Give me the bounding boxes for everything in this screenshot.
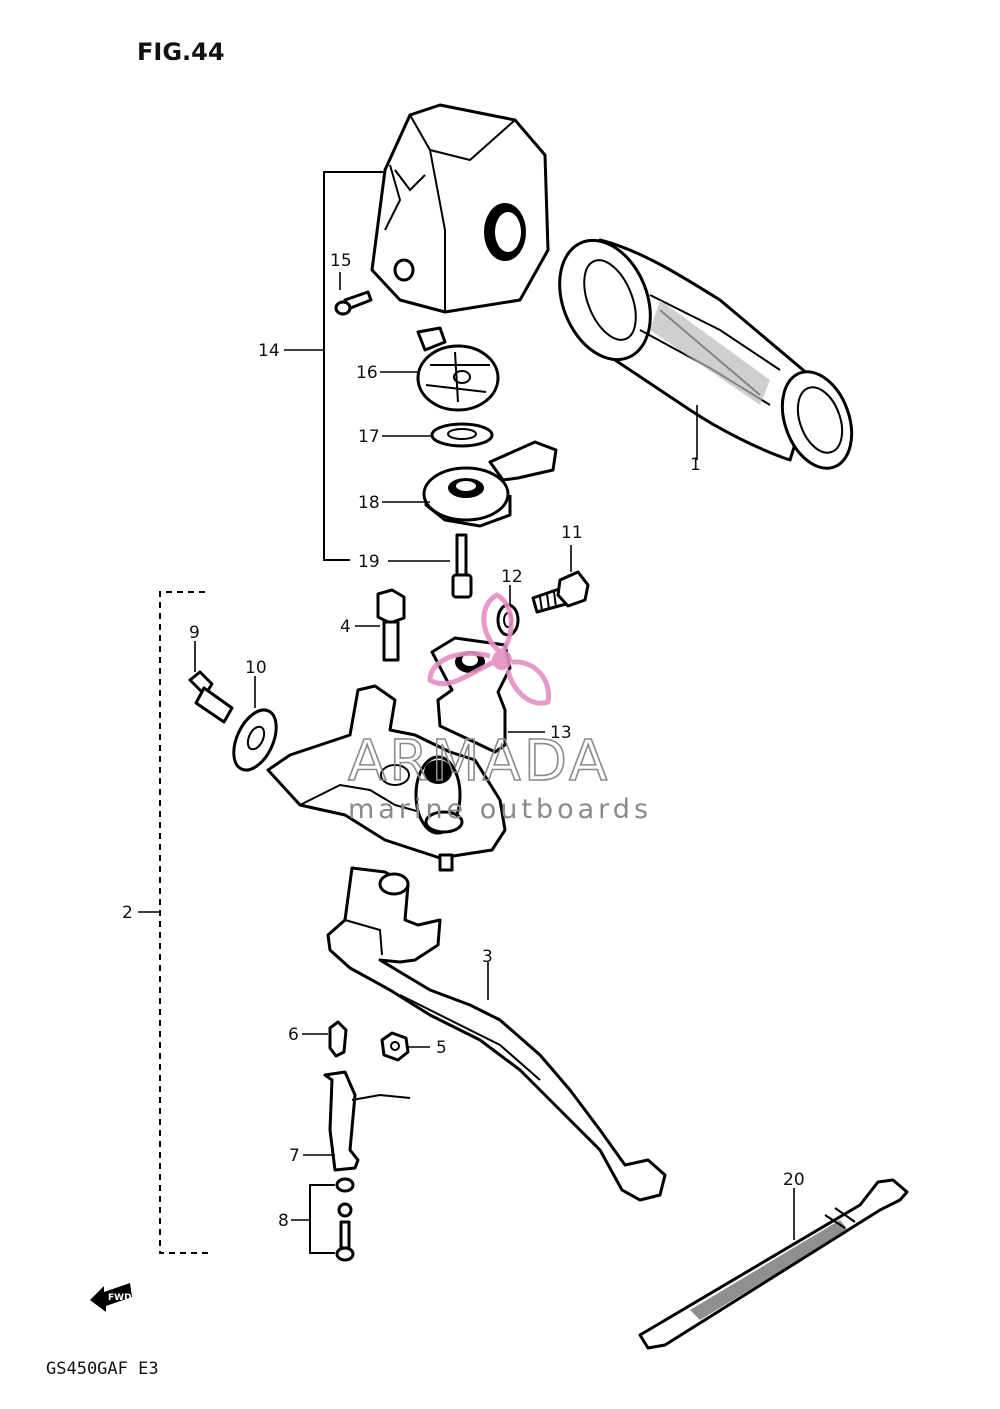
fwd-label: FWD [108,1293,132,1303]
handlebar-grip [558,238,854,470]
model-code: GS450GAF E3 [46,1359,159,1379]
nut-5 [380,1031,410,1062]
switch-housing [370,103,550,314]
callout-13: 13 [550,723,572,743]
washer-10 [232,708,278,772]
leader-lines [138,272,795,1240]
assembly-bracket-8 [309,1184,335,1254]
clutch-lever [326,866,667,1202]
callout-3: 3 [482,947,493,967]
switch-cam-16 [416,326,500,412]
bolt-4 [376,588,406,662]
callout-2: 2 [122,903,133,923]
assembly-bracket-14 [323,171,383,561]
callout-6: 6 [288,1025,299,1045]
clamp-13 [430,636,512,754]
callout-11: 11 [561,523,583,543]
bolt-11 [531,570,590,614]
callout-18: 18 [358,493,380,513]
callout-20: 20 [783,1170,805,1190]
cable-strap-20 [638,1178,909,1350]
assembly-bracket-2 [159,591,212,1254]
washer-17 [430,422,494,448]
clutch-switch-7 [323,1070,411,1172]
bolt-9 [188,670,234,724]
lever-holder [266,684,507,872]
callout-14: 14 [258,341,280,361]
watermark: ARMADA marine outboards [347,592,652,825]
forward-arrow-icon: FWD [90,1283,132,1312]
callout-17: 17 [358,427,380,447]
callout-9: 9 [189,623,200,643]
callout-5: 5 [436,1038,447,1058]
callout-1: 1 [690,455,701,475]
watermark-tagline: marine outboards [348,794,652,825]
figure-title: FIG.44 [137,38,225,66]
callout-8: 8 [278,1211,289,1231]
nut-6 [328,1020,348,1058]
callout-7: 7 [289,1146,300,1166]
callout-4: 4 [340,617,351,637]
choke-knob-18 [422,440,558,528]
callout-16: 16 [356,363,378,383]
callout-15: 15 [330,251,352,271]
callout-10: 10 [245,658,267,678]
watermark-brand: ARMADA [348,729,610,794]
screw-19 [451,533,473,599]
screw-15 [334,290,373,316]
callout-12: 12 [501,567,523,587]
screw-set-8 [335,1177,355,1262]
callout-19: 19 [358,552,380,572]
propeller-logo-icon [427,592,552,706]
